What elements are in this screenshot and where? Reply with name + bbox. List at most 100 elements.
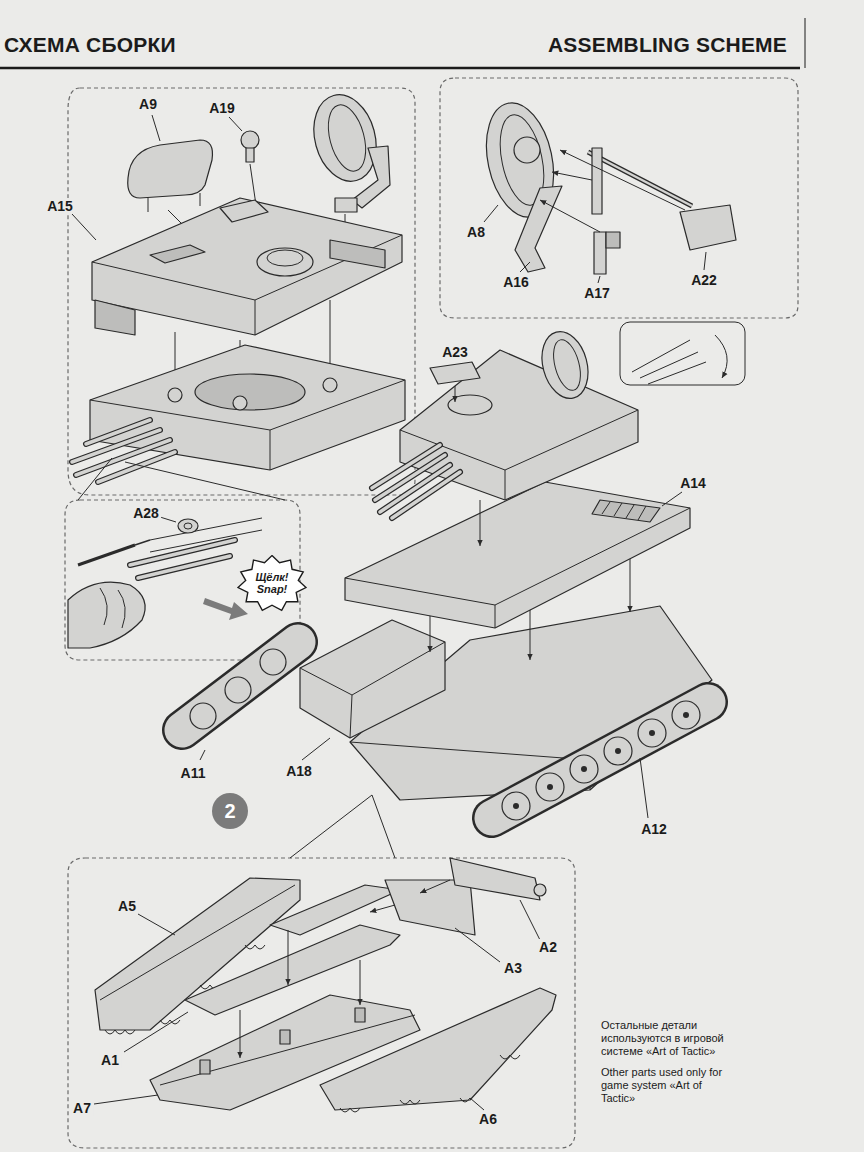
label-slot: A6 <box>477 1110 499 1128</box>
panel-outline <box>440 78 798 318</box>
chassis-exploded <box>520 900 540 940</box>
label-slot: A14 <box>678 474 708 492</box>
radar-exploded <box>560 150 685 210</box>
chassis-exploded <box>288 930 289 985</box>
turret-exploded <box>220 200 268 222</box>
snap-detail <box>135 540 150 545</box>
chassis-exploded <box>280 1030 290 1044</box>
hull-assembly <box>182 642 298 730</box>
turret-exploded <box>322 101 372 175</box>
hull-assembly <box>715 335 727 378</box>
hull-assembly <box>626 505 634 518</box>
header-rule <box>0 18 805 68</box>
hull-assembly <box>430 362 480 384</box>
turret-exploded <box>152 115 160 141</box>
hull-assembly <box>350 695 352 738</box>
radar-exploded <box>606 232 620 248</box>
hull-assembly <box>260 649 286 675</box>
turret-exploded <box>128 140 213 198</box>
part-number: A14 <box>678 475 708 491</box>
hull-assembly <box>290 795 372 858</box>
turret-exploded <box>72 88 405 482</box>
part-number: A12 <box>639 821 669 837</box>
panel-outline <box>68 88 415 495</box>
footnote: Остальные детали используются в игровой … <box>601 1019 733 1058</box>
radar-exploded <box>588 152 692 206</box>
turret-exploded <box>241 131 259 149</box>
burst-outline <box>238 555 306 610</box>
radar-exploded <box>540 200 600 232</box>
turret-exploded <box>200 193 201 206</box>
part-number: A15 <box>45 198 75 214</box>
panel-outline <box>620 322 745 385</box>
hull-assembly <box>602 502 610 514</box>
chassis-exploded <box>534 884 546 896</box>
snap-detail <box>184 523 192 529</box>
part-number: A22 <box>689 272 719 288</box>
snap-burst: Щёлк! Snap! <box>237 555 307 612</box>
hull-assembly <box>392 472 460 518</box>
chassis-exploded <box>470 1098 484 1110</box>
chassis-exploded <box>124 1012 188 1052</box>
step-number: 2 <box>212 793 248 829</box>
hull-assembly <box>372 795 395 858</box>
label-slot: A18 <box>284 762 314 780</box>
snap-text: Щёлк! Snap! <box>255 571 288 595</box>
hull-assembly <box>581 766 587 772</box>
hull-assembly <box>649 730 655 736</box>
part-number: A2 <box>537 939 559 955</box>
label-slot: Остальные детали используются в игровой … <box>601 1019 733 1058</box>
chassis-exploded <box>94 858 556 1112</box>
hull-assembly <box>300 620 445 738</box>
part-number: A7 <box>71 1100 93 1116</box>
label-slot: A7 <box>71 1099 93 1117</box>
snap-detail <box>138 556 230 578</box>
turret-exploded <box>246 148 254 162</box>
hull-assembly <box>638 719 666 747</box>
chassis-exploded <box>385 880 475 935</box>
label-slot: A8 <box>465 223 487 241</box>
snap-detail <box>130 540 235 578</box>
turret-exploded <box>270 430 271 470</box>
chassis-exploded <box>450 858 540 900</box>
part-number: A9 <box>137 96 159 112</box>
hull-assembly <box>302 738 330 760</box>
chassis-exploded <box>240 1010 241 1058</box>
hull-assembly <box>392 472 460 518</box>
label-slot: A17 <box>582 284 612 302</box>
snap-detail <box>68 458 285 648</box>
part-number: A28 <box>131 505 161 521</box>
step-number-text: 2 <box>224 801 235 821</box>
turret-exploded <box>72 420 175 482</box>
part-number: A23 <box>440 344 470 360</box>
part-number: A19 <box>207 100 237 116</box>
turret-exploded <box>92 235 402 300</box>
radar-exploded <box>592 148 602 214</box>
label-slot: A3 <box>502 959 524 977</box>
hull-assembly <box>502 792 530 820</box>
turret-exploded <box>335 198 357 212</box>
hull-assembly <box>547 784 553 790</box>
snap-detail <box>203 598 248 620</box>
hull-assembly <box>535 326 595 403</box>
snap-detail <box>68 582 145 648</box>
hull-assembly <box>190 703 216 729</box>
turret-exploded <box>330 240 385 268</box>
label-slot: A5 <box>116 897 138 915</box>
part-number: A6 <box>477 1111 499 1127</box>
hull-assembly <box>630 556 631 612</box>
hull-assembly <box>182 642 298 730</box>
chassis-exploded <box>455 928 500 962</box>
text-holder: 2 <box>224 801 235 821</box>
hull-assembly <box>182 642 708 818</box>
hull-assembly <box>632 340 706 384</box>
snap-detail <box>160 517 176 522</box>
radar-exploded <box>515 186 562 272</box>
hull-assembly <box>549 337 586 393</box>
label-slot: A11 <box>179 764 208 782</box>
turret-exploded <box>72 214 96 240</box>
turret-exploded <box>98 452 175 482</box>
turret-exploded <box>98 452 175 482</box>
snap-detail <box>78 458 112 500</box>
